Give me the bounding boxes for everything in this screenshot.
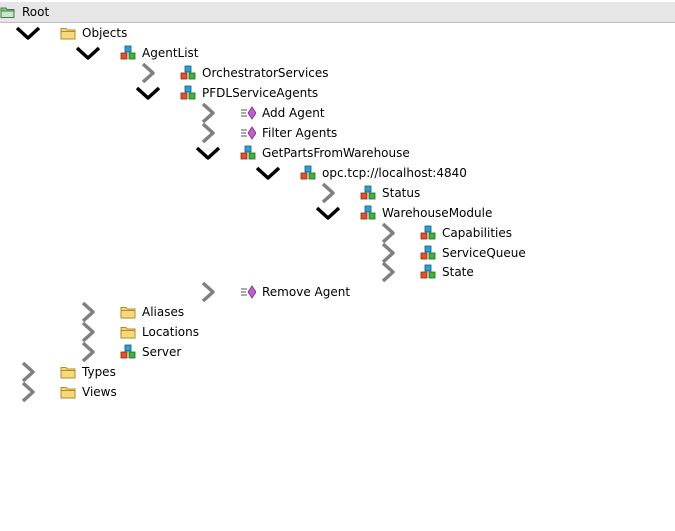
folder-icon — [60, 25, 76, 41]
tree-node-opc-endpoint[interactable]: opc.tcp://localhost:4840 — [300, 163, 467, 183]
tree-node-agentlist[interactable]: AgentList — [120, 43, 199, 63]
tree-node-warehousemodule[interactable]: WarehouseModule — [360, 203, 492, 223]
tree-node-label: Status — [382, 186, 421, 200]
chevron-right-icon[interactable] — [195, 103, 221, 123]
tree-node-label: ServiceQueue — [442, 246, 526, 260]
tree-node-types[interactable]: Types — [60, 362, 116, 382]
chevron-right-icon[interactable] — [135, 63, 161, 83]
chevron-right-icon[interactable] — [75, 342, 101, 362]
tree-node-objects[interactable]: Objects — [60, 23, 127, 43]
object-cubes-icon — [180, 85, 196, 101]
tree-node-label: GetPartsFromWarehouse — [262, 146, 410, 160]
chevron-right-icon[interactable] — [375, 223, 401, 243]
chevron-down-icon[interactable] — [315, 203, 341, 223]
tree-node-orchestratorservices[interactable]: OrchestratorServices — [180, 63, 329, 83]
tree-node-servicequeue[interactable]: ServiceQueue — [420, 243, 526, 263]
chevron-right-icon[interactable] — [375, 243, 401, 263]
tree-node-add-agent[interactable]: Add Agent — [240, 103, 325, 123]
tree-node-label: WarehouseModule — [382, 206, 493, 220]
tree-node-views[interactable]: Views — [60, 382, 117, 402]
tree-node-label: Views — [82, 385, 117, 399]
chevron-right-icon[interactable] — [315, 183, 341, 203]
folder-icon — [60, 364, 76, 380]
chevron-right-icon[interactable] — [75, 302, 101, 322]
tree-node-capabilities[interactable]: Capabilities — [420, 223, 512, 243]
object-cubes-icon — [240, 145, 256, 161]
chevron-right-icon[interactable] — [195, 123, 221, 143]
object-cubes-icon — [120, 344, 136, 360]
method-icon — [240, 105, 257, 121]
tree-node-label: Filter Agents — [262, 126, 338, 140]
tree-node-label: Locations — [142, 325, 200, 339]
object-cubes-icon — [360, 205, 376, 221]
tree-node-root[interactable]: Root — [0, 2, 49, 22]
chevron-down-icon[interactable] — [195, 143, 221, 163]
tree-node-label: Add Agent — [262, 106, 325, 120]
tree-node-label: State — [442, 265, 474, 279]
tree-node-aliases[interactable]: Aliases — [120, 302, 184, 322]
chevron-down-icon[interactable] — [75, 43, 101, 63]
object-cubes-icon — [180, 65, 196, 81]
tree-node-filter-agents[interactable]: Filter Agents — [240, 123, 337, 143]
object-cubes-icon — [360, 185, 376, 201]
chevron-down-icon[interactable] — [15, 23, 41, 43]
method-icon — [240, 125, 257, 141]
tree-node-pfdlserviceagents[interactable]: PFDLServiceAgents — [180, 83, 318, 103]
tree-node-label: opc.tcp://localhost:4840 — [322, 166, 467, 180]
chevron-right-icon[interactable] — [15, 362, 41, 382]
object-cubes-icon — [120, 45, 136, 61]
tree-node-server[interactable]: Server — [120, 342, 181, 362]
object-cubes-icon — [420, 264, 436, 280]
folder-icon — [60, 384, 76, 400]
tree-node-label: Types — [82, 365, 116, 379]
chevron-right-icon[interactable] — [195, 282, 221, 302]
tree-node-label: Aliases — [142, 305, 185, 319]
tree-node-label: Capabilities — [442, 226, 512, 240]
method-icon — [240, 284, 257, 300]
root-row-highlight — [0, 2, 675, 23]
tree-node-label: Remove Agent — [262, 285, 351, 299]
tree-node-label: AgentList — [142, 46, 199, 60]
object-cubes-icon — [420, 225, 436, 241]
tree-node-status[interactable]: Status — [360, 183, 420, 203]
tree-node-label: OrchestratorServices — [202, 66, 329, 80]
folder-icon — [120, 304, 136, 320]
chevron-down-icon[interactable] — [135, 83, 161, 103]
object-cubes-icon — [420, 245, 436, 261]
chevron-down-icon[interactable] — [255, 163, 281, 183]
folder-icon — [120, 324, 136, 340]
tree-node-state[interactable]: State — [420, 262, 474, 282]
object-cubes-icon — [300, 165, 316, 181]
chevron-right-icon[interactable] — [15, 382, 41, 402]
tree-node-label: Server — [142, 345, 182, 359]
chevron-right-icon[interactable] — [375, 262, 401, 282]
tree-node-label: Root — [22, 5, 50, 19]
tree-node-label: Objects — [82, 26, 128, 40]
tree-node-remove-agent[interactable]: Remove Agent — [240, 282, 350, 302]
tree-node-getpartsfromwarehouse[interactable]: GetPartsFromWarehouse — [240, 143, 410, 163]
tree-node-locations[interactable]: Locations — [120, 322, 199, 342]
tree-node-label: PFDLServiceAgents — [202, 86, 319, 100]
chevron-right-icon[interactable] — [75, 322, 101, 342]
folder-open-icon — [0, 4, 16, 20]
